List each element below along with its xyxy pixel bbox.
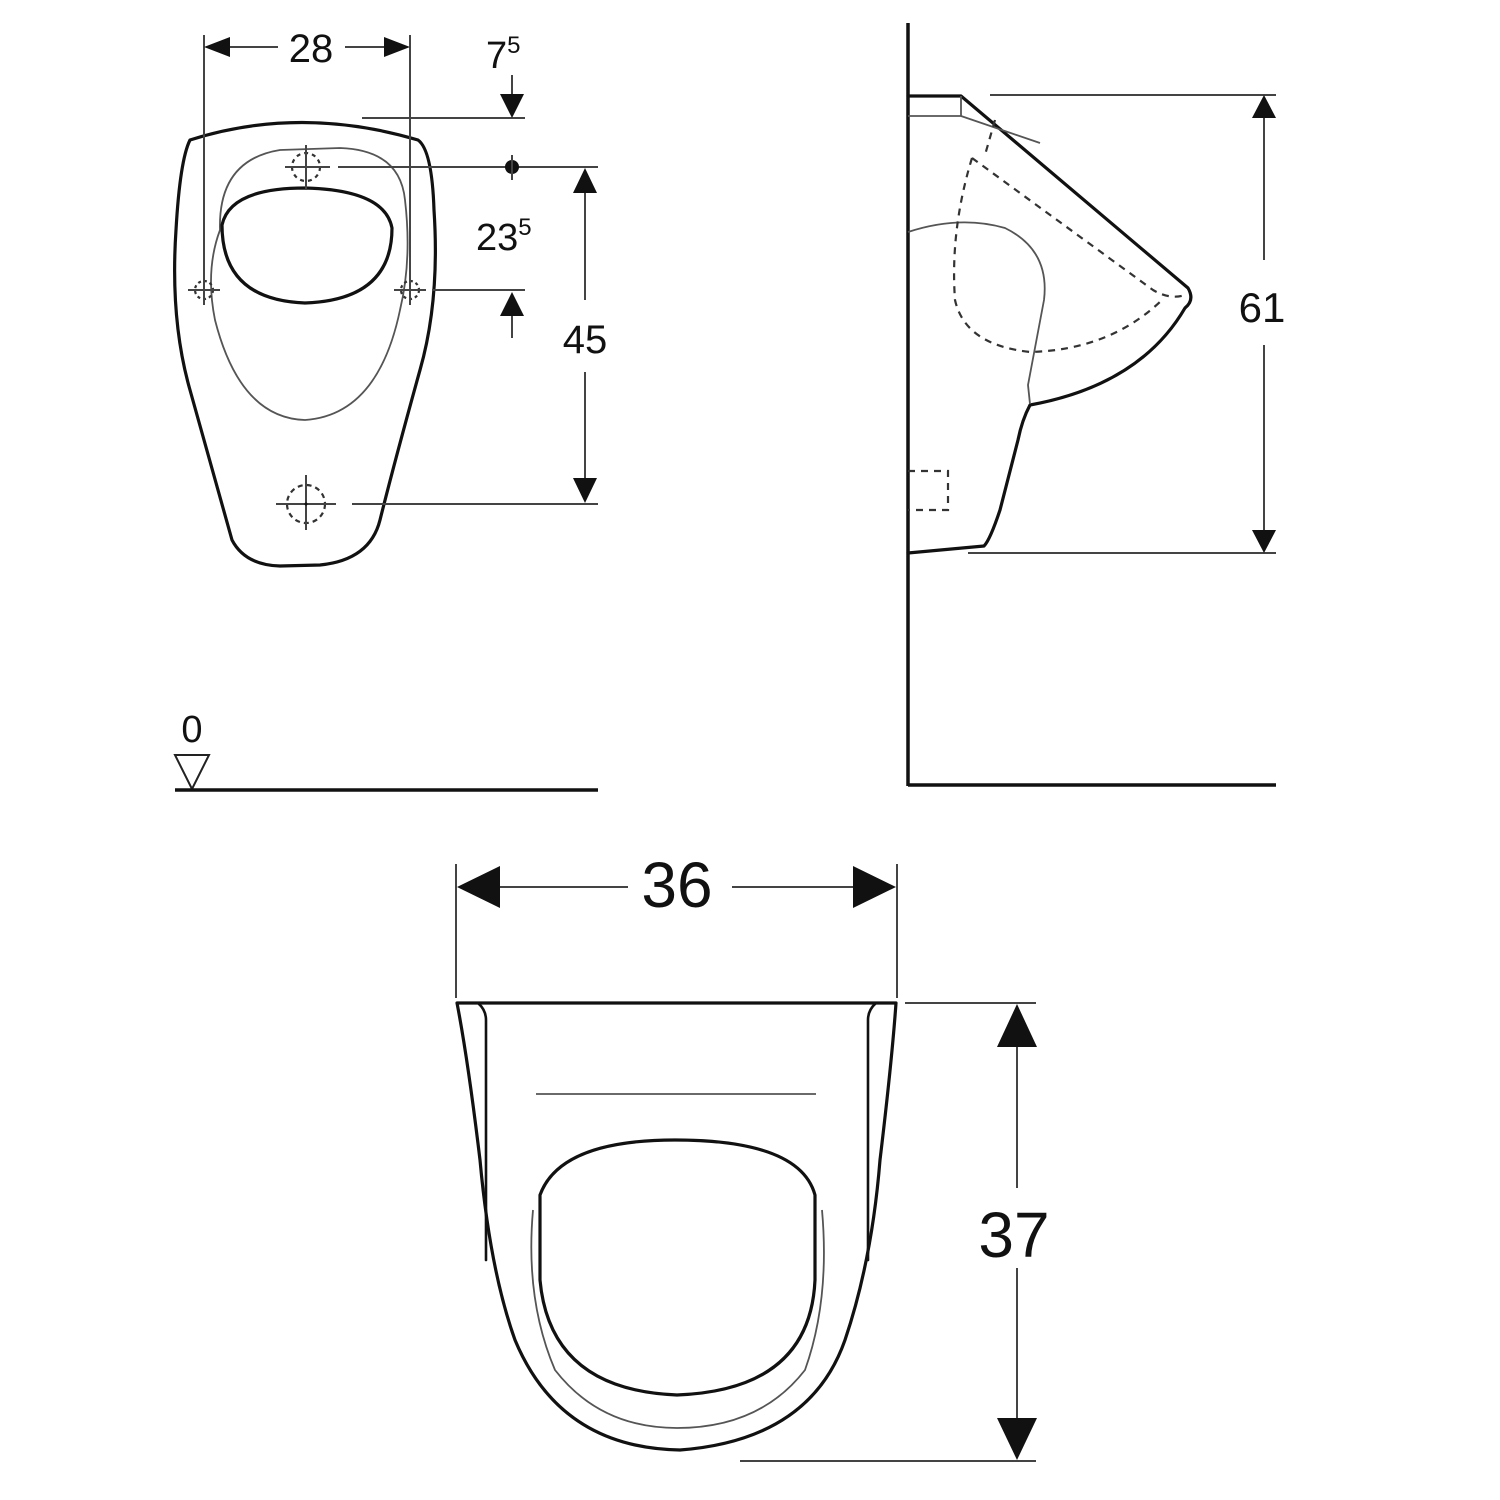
dim-28-label: 28 bbox=[289, 27, 334, 71]
top-view-right-inner-wall bbox=[866, 1001, 878, 1262]
dim-45-label: 45 bbox=[563, 318, 608, 362]
floor-level-label: 0 bbox=[181, 709, 202, 751]
front-view-inner-rim bbox=[210, 147, 409, 421]
side-view-rim bbox=[908, 96, 1041, 144]
front-view-bowl-opening bbox=[220, 186, 394, 305]
side-view-hidden-bowl bbox=[953, 119, 1186, 354]
dim-37-label: 37 bbox=[978, 1199, 1049, 1271]
dim-36-label: 36 bbox=[641, 849, 712, 921]
dim-7-5-label: 75 bbox=[486, 32, 521, 77]
outlet-crosshair bbox=[276, 475, 336, 530]
top-view-left-inner-wall bbox=[476, 1001, 488, 1262]
side-view-hidden-outlet bbox=[908, 469, 950, 512]
top-view: 36 37 bbox=[455, 849, 1050, 1462]
level-triangle-icon bbox=[173, 754, 211, 792]
top-view-body-outline bbox=[455, 1001, 898, 1452]
floor-reference: 0 bbox=[173, 709, 598, 792]
inlet-crosshair bbox=[285, 145, 330, 190]
front-view: 28 75 235 45 bbox=[173, 27, 608, 568]
side-view-body-outline bbox=[906, 94, 1193, 555]
side-view: 61 bbox=[906, 23, 1286, 787]
front-view-body-outline bbox=[173, 120, 437, 568]
top-view-bowl-opening bbox=[538, 1138, 817, 1397]
side-view-inner-curve bbox=[907, 221, 1046, 405]
dim-23-5-label: 235 bbox=[476, 214, 532, 259]
top-view-rim-curve bbox=[530, 1209, 825, 1429]
dim-61-label: 61 bbox=[1239, 284, 1286, 331]
